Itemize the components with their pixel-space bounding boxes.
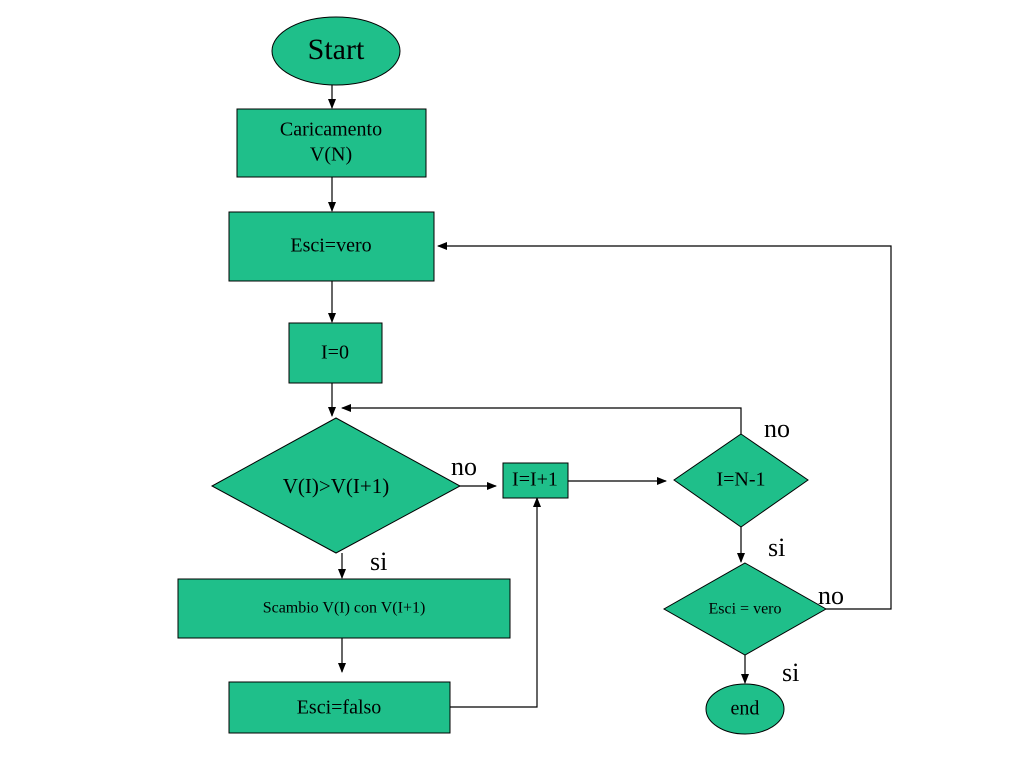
swap-process (177, 578, 511, 639)
init-label: I=0 (321, 342, 349, 364)
increment-label: I=I+1 (512, 469, 558, 491)
node-check-last: I=N-1 (673, 433, 809, 528)
connectors (328, 84, 892, 708)
check-last-no-label: no (764, 414, 790, 443)
check-exit-decision (662, 562, 828, 656)
check-exit-no-label: no (818, 581, 844, 610)
check-last-yes-label: si (768, 533, 785, 562)
load-label-line1: Caricamento (280, 119, 382, 141)
load-label-line2: V(N) (310, 144, 352, 166)
compare-yes-label: si (370, 547, 387, 576)
exit-true-process (228, 211, 435, 282)
start-label: Start (308, 33, 365, 66)
node-compare: V(I)>V(I+1) (210, 417, 462, 554)
node-exit-false: Esci=falso (228, 681, 451, 734)
node-exit-true: Esci=vero (228, 211, 435, 282)
init-process (288, 322, 383, 384)
node-load: Caricamento V(N) (236, 108, 427, 178)
node-increment: I=I+1 (502, 462, 569, 499)
exit-false-process (228, 681, 451, 734)
node-start: Start (271, 16, 401, 86)
check-last-label: I=N-1 (716, 469, 765, 491)
arrow-exit-false-to-increment (450, 497, 541, 708)
swap-label: Scambio V(I) con V(I+1) (263, 600, 426, 617)
load-process (236, 108, 427, 178)
edge-labels: no si no si no si (370, 414, 844, 687)
compare-no-label: no (451, 452, 477, 481)
exit-true-label: Esci=vero (290, 235, 371, 257)
compare-decision (210, 417, 462, 554)
compare-label: V(I)>V(I+1) (283, 474, 389, 498)
node-swap: Scambio V(I) con V(I+1) (177, 578, 511, 639)
end-label: end (731, 698, 760, 720)
arrow-check-last-no-loop (341, 404, 742, 434)
increment-process (502, 462, 569, 499)
arrow-check-exit-no-loop (437, 242, 892, 610)
start-terminal (271, 16, 401, 86)
end-terminal (705, 683, 785, 735)
node-end: end (705, 683, 785, 735)
check-exit-yes-label: si (782, 658, 799, 687)
check-last-decision (673, 433, 809, 528)
node-init: I=0 (288, 322, 383, 384)
node-check-exit: Esci = vero (662, 562, 828, 656)
exit-false-label: Esci=falso (297, 697, 382, 719)
check-exit-label: Esci = vero (709, 601, 782, 618)
